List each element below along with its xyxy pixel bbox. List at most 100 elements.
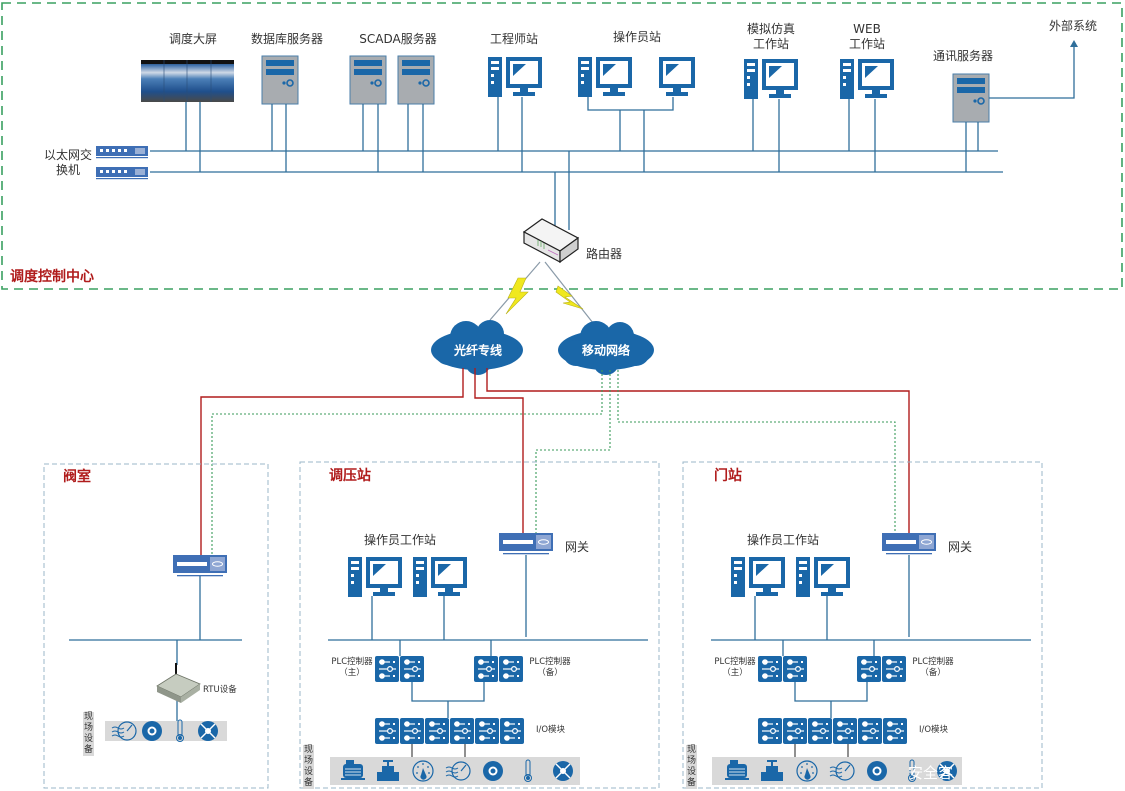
arrow-up-icon [1070, 40, 1078, 47]
db-server-label: 数据库服务器 [250, 32, 324, 46]
regulator-operator-ws-label: 操作员工作站 [364, 533, 437, 547]
gate-field-label: 现场设备 [686, 745, 697, 789]
regulator-station-title: 调压站 [329, 468, 371, 484]
engineer-station-label: 工程师站 [489, 32, 539, 46]
regulator-plc-main-label-2: （主） [339, 668, 365, 678]
ethernet-switch-label-2: 换机 [55, 163, 81, 177]
lightning-bolt-icon [505, 277, 529, 315]
operator-station-icon [578, 57, 632, 97]
io-module-icon [449, 717, 475, 745]
web-station-label-1: WEB [853, 22, 881, 36]
fiber-links [200, 368, 910, 558]
gate-operator-pc-icon [731, 557, 785, 597]
plc-main-module-icon [399, 655, 425, 683]
regulator-operator-pc-icon [348, 557, 402, 597]
io-module-icon [807, 717, 833, 745]
simulation-station-icon [744, 59, 798, 99]
gate-operator-ws-label: 操作员工作站 [747, 533, 820, 547]
io-module-icon [374, 717, 400, 745]
plc-backup-module-icon [498, 655, 524, 683]
regulator-station-zone [299, 461, 660, 789]
io-module-icon [499, 717, 525, 745]
sim-station-label-2: 工作站 [752, 37, 790, 51]
mobile-cloud-icon [558, 321, 654, 375]
io-module-icon [882, 717, 908, 745]
gate-operator-pc-icon-2 [796, 557, 850, 597]
valve-room-zone [43, 463, 269, 789]
plc-backup-module-icon [881, 655, 907, 683]
valve-room-gateway-icon [172, 554, 228, 577]
scada-server-icon [349, 55, 387, 105]
ethernet-bus [150, 150, 1003, 173]
operator-monitor-icon [659, 57, 695, 96]
gate-field-bar [712, 757, 962, 785]
web-station-icon [840, 59, 894, 99]
mobile-network-label: 移动网络 [581, 343, 631, 358]
regulator-gateway-icon [498, 532, 554, 555]
gate-station-title: 门站 [714, 468, 742, 484]
mobile-links [211, 370, 896, 558]
gate-gateway-label: 网关 [948, 540, 973, 554]
io-module-icon [757, 717, 783, 745]
pressure-sensor-icon [867, 761, 887, 781]
regulator-gateway-label: 网关 [565, 540, 590, 554]
video-wall-icon [141, 60, 234, 102]
regulator-field-bar [330, 757, 580, 785]
io-module-icon [399, 717, 425, 745]
ethernet-switch-icon-2 [96, 167, 148, 180]
scada-server-label: SCADA服务器 [359, 32, 437, 46]
plc-main-module-icon [757, 655, 783, 683]
valve-room-field-bar [105, 721, 227, 741]
gate-gateway-icon [881, 532, 937, 555]
fan-icon [197, 720, 219, 742]
io-module-icon [832, 717, 858, 745]
gate-plc-backup-label-2: （备） [920, 668, 946, 678]
fiber-network-label: 光纤专线 [453, 343, 503, 358]
pressure-sensor-icon [142, 721, 162, 741]
external-system-label: 外部系统 [1048, 19, 1098, 33]
ethernet-switch-label-1: 以太网交 [43, 148, 93, 162]
database-server-icon [261, 55, 299, 105]
communication-server-icon [952, 73, 990, 123]
regulator-plc-backup-label-1: PLC控制器 [529, 657, 571, 667]
engineer-station-icon [488, 57, 542, 97]
regulator-io-label: I/O模块 [536, 725, 566, 735]
sim-station-label-1: 模拟仿真 [746, 22, 796, 36]
plc-backup-module-icon [856, 655, 882, 683]
gate-io-label: I/O模块 [919, 725, 949, 735]
fiber-cloud-icon [431, 320, 523, 375]
comm-server-label: 通讯服务器 [932, 49, 994, 63]
fan-icon [552, 760, 574, 782]
control-center-title: 调度控制中心 [10, 269, 94, 285]
valve-room-title: 阀室 [63, 469, 91, 485]
regulator-plc-backup-label-2: （备） [537, 668, 563, 678]
gate-plc-main-label-2: （主） [722, 668, 748, 678]
plc-backup-module-icon [473, 655, 499, 683]
valve-room-field-label: 现场设备 [83, 712, 94, 756]
gate-station-zone [682, 461, 1043, 789]
gate-plc-backup-label-1: PLC控制器 [912, 657, 954, 667]
rtu-device-icon [156, 663, 201, 703]
io-module-icon [474, 717, 500, 745]
operator-station-label: 操作员站 [612, 30, 662, 44]
web-station-label-2: 工作站 [848, 37, 886, 51]
plc-main-module-icon [374, 655, 400, 683]
regulator-operator-pc-icon-2 [413, 557, 467, 597]
ethernet-switch-icon [96, 146, 148, 159]
io-module-icon [424, 717, 450, 745]
router-label: 路由器 [586, 247, 623, 261]
regulator-field-label: 现场设备 [303, 745, 314, 789]
pressure-sensor-icon [483, 761, 503, 781]
gate-plc-main-label-1: PLC控制器 [714, 657, 756, 667]
video-wall-label: 调度大屏 [168, 32, 218, 46]
io-module-icon [782, 717, 808, 745]
io-module-icon [857, 717, 883, 745]
router-icon [522, 218, 580, 264]
plc-main-module-icon [782, 655, 808, 683]
scada-server-icon-2 [397, 55, 435, 105]
rtu-label: RTU设备 [203, 685, 237, 695]
lightning-bolt-icon-2 [555, 285, 584, 310]
watermark: 安全客（ [908, 764, 969, 782]
regulator-plc-main-label-1: PLC控制器 [331, 657, 373, 667]
